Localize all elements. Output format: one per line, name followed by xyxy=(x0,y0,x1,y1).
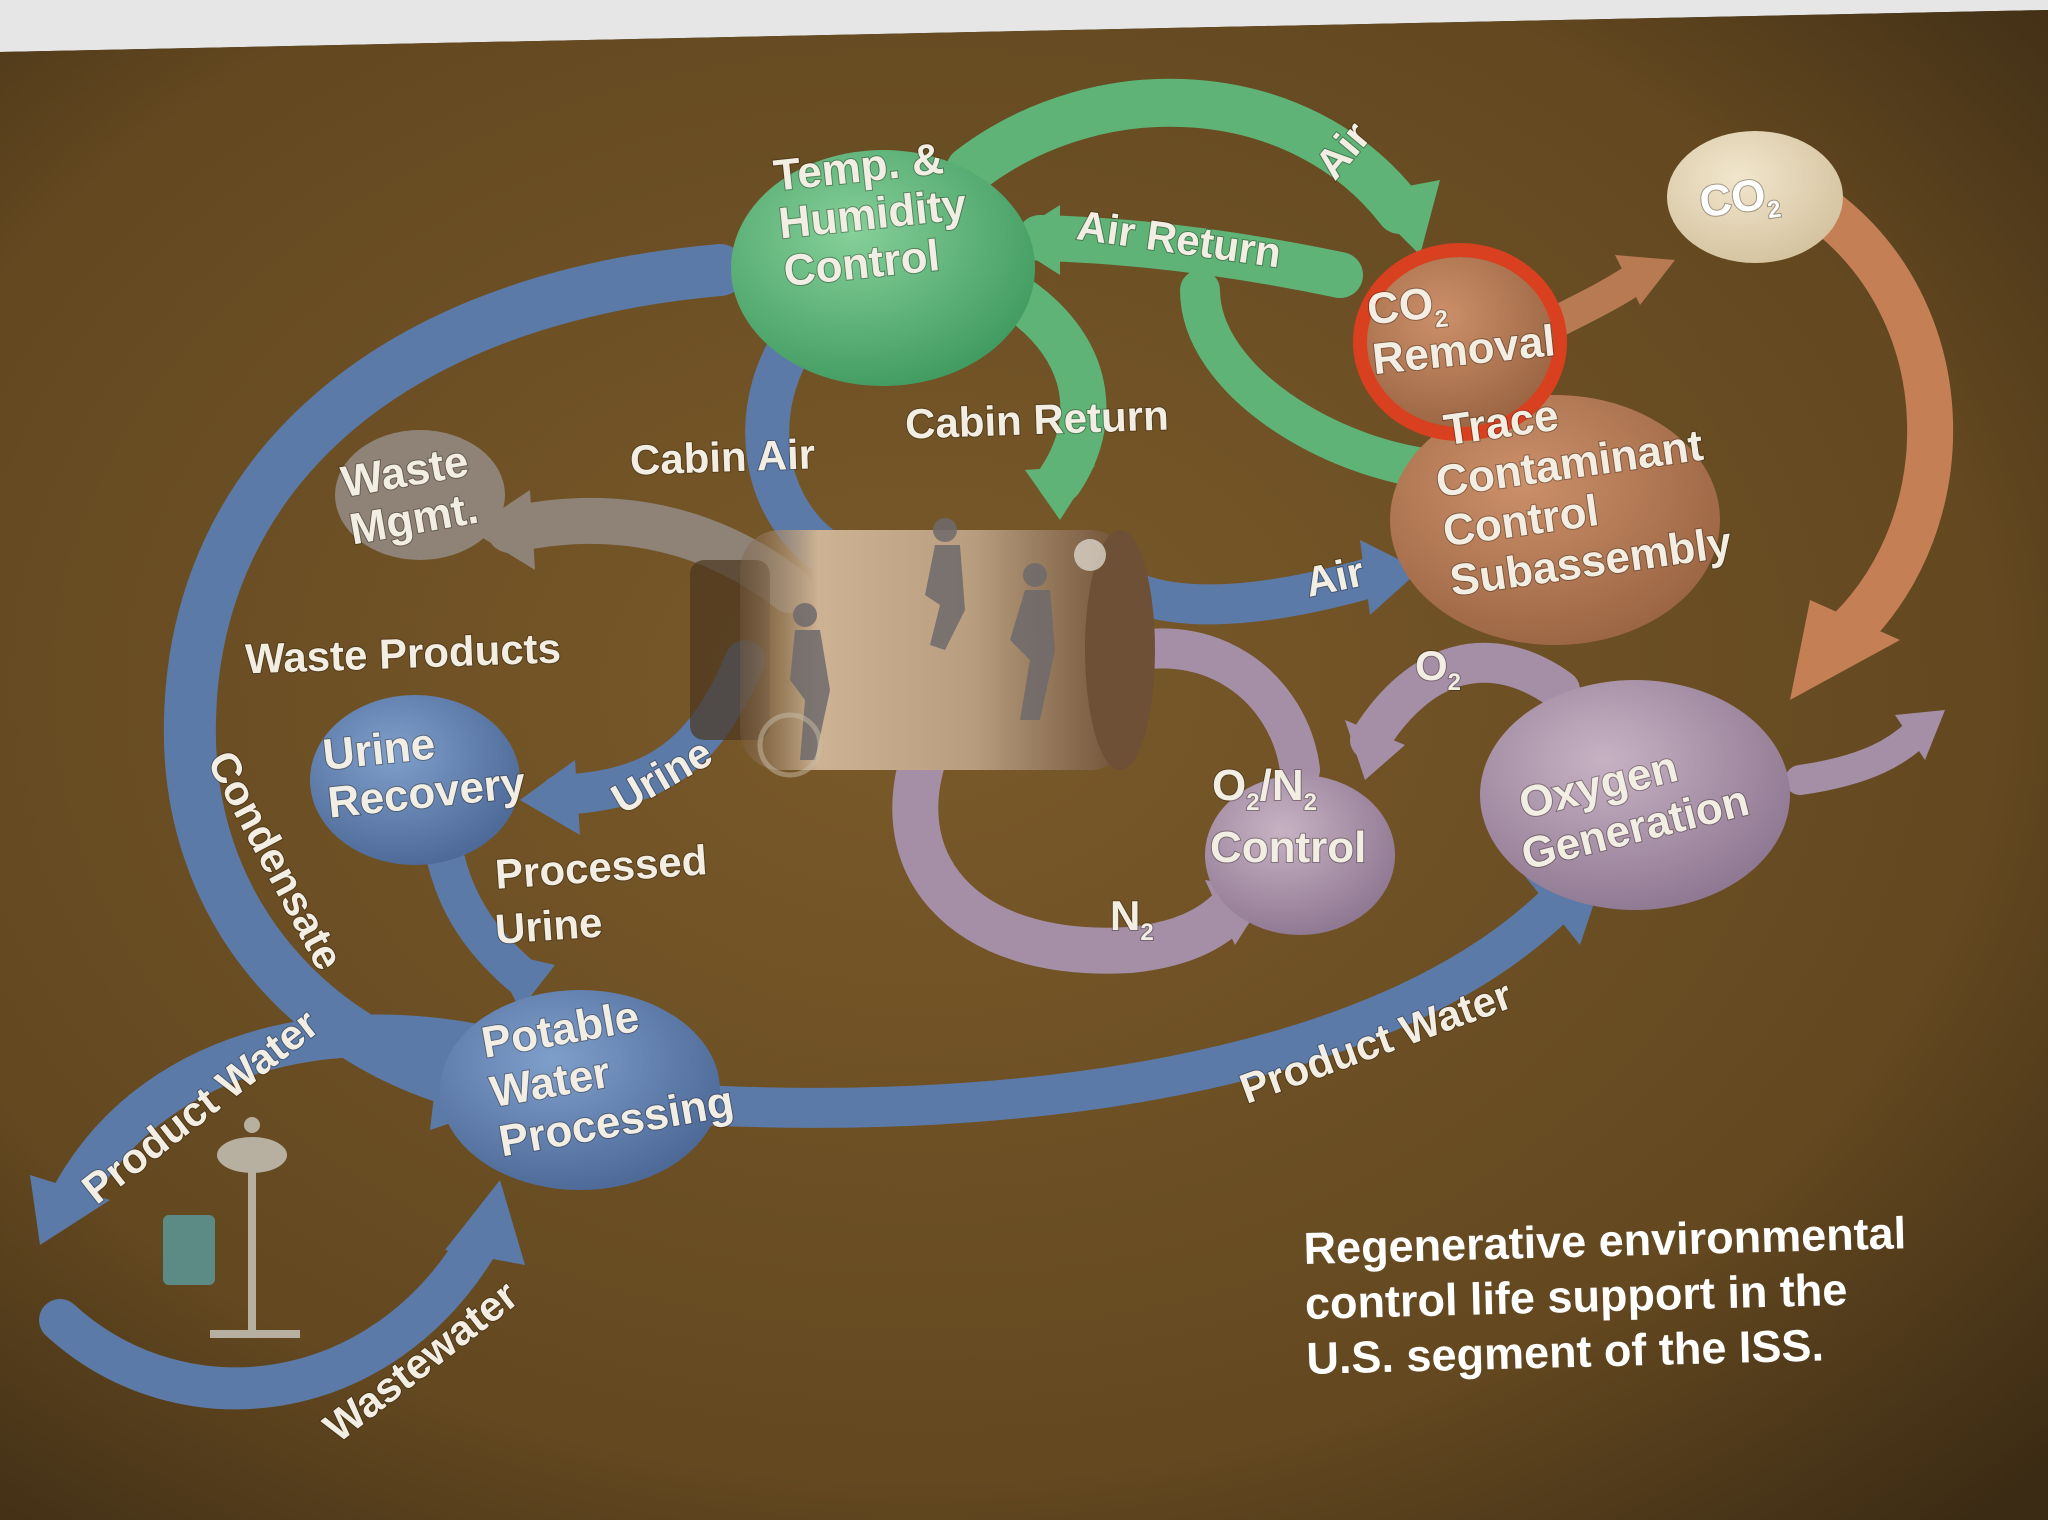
urine-recovery-line1: Urine xyxy=(320,719,437,779)
co2-node-text: CO2 xyxy=(1696,168,1782,234)
o2-flow-arrow xyxy=(1350,642,1580,760)
sink-fixture-icon xyxy=(163,1117,300,1338)
waste-products-label: Waste Products xyxy=(244,624,561,682)
processed-urine-line2: Urine xyxy=(493,899,603,953)
potable-water-node xyxy=(440,990,720,1190)
o2n2-control-node xyxy=(1205,775,1395,935)
co2-removal-line1: CO2 xyxy=(1365,277,1450,340)
urine-arrowhead xyxy=(520,760,580,835)
waste-mgmt-node xyxy=(335,430,505,560)
co2-node xyxy=(1667,131,1843,263)
n2-flow-label: N2 xyxy=(1110,892,1154,946)
cabin-module xyxy=(690,518,1155,778)
co2-to-oxygen-arrowhead xyxy=(1790,600,1900,700)
cabin-air-label: Cabin Air xyxy=(629,430,816,483)
cabin-return-arrowhead xyxy=(1025,465,1095,520)
co2-out-arrowhead xyxy=(1615,255,1675,305)
caption: Regenerative environmental control life … xyxy=(1303,1207,1907,1384)
air-top-arrowhead xyxy=(1360,180,1440,255)
o2n2-line1: O2/N2 xyxy=(1212,761,1317,816)
processed-urine-arrowhead xyxy=(490,950,555,1010)
trace-contaminant-node xyxy=(1390,395,1720,645)
waste-products-arrowhead xyxy=(470,490,535,570)
o2-flow-arrowhead xyxy=(1345,720,1405,780)
crew-silhouettes xyxy=(790,518,1055,760)
co2-node-label: CO2 xyxy=(1695,168,1783,234)
co2-to-oxygen-arrow xyxy=(1807,192,1954,653)
screen-edge xyxy=(0,0,2048,52)
air-to-trace-arrowhead xyxy=(1360,540,1420,615)
o2n2-control-label: O2/N2 Control xyxy=(1209,760,1367,873)
air-top-arrow xyxy=(946,78,1424,234)
wastewater-arrowhead xyxy=(445,1180,525,1265)
product-water-right-arrow xyxy=(680,880,1580,1128)
n2-loop-arrow xyxy=(892,717,1253,974)
urine-recovery-node xyxy=(310,695,520,865)
oxygen-output-arrowhead xyxy=(1895,710,1945,760)
oxygen-generation-node xyxy=(1480,680,1790,910)
product-water-left-arrowhead xyxy=(30,1175,110,1245)
trace-return-arrow xyxy=(1180,270,1460,490)
cabin-return-label: Cabin Return xyxy=(904,391,1169,447)
o2n2-line2: Control xyxy=(1210,823,1366,872)
temp-humidity-node xyxy=(731,150,1035,386)
air-return-arrow xyxy=(1017,215,1363,298)
wastewater-arrow xyxy=(39,1219,501,1410)
cabin-return-arrow xyxy=(997,277,1107,503)
co2-removal-highlight-circle xyxy=(1353,243,1567,441)
o2-flow-label: O2 xyxy=(1415,642,1461,696)
product-water-left-arrow xyxy=(49,1014,521,1221)
air-return-arrowhead xyxy=(1005,205,1060,275)
co2-removal-node xyxy=(1365,257,1555,427)
condensate-arrow xyxy=(163,244,746,1111)
